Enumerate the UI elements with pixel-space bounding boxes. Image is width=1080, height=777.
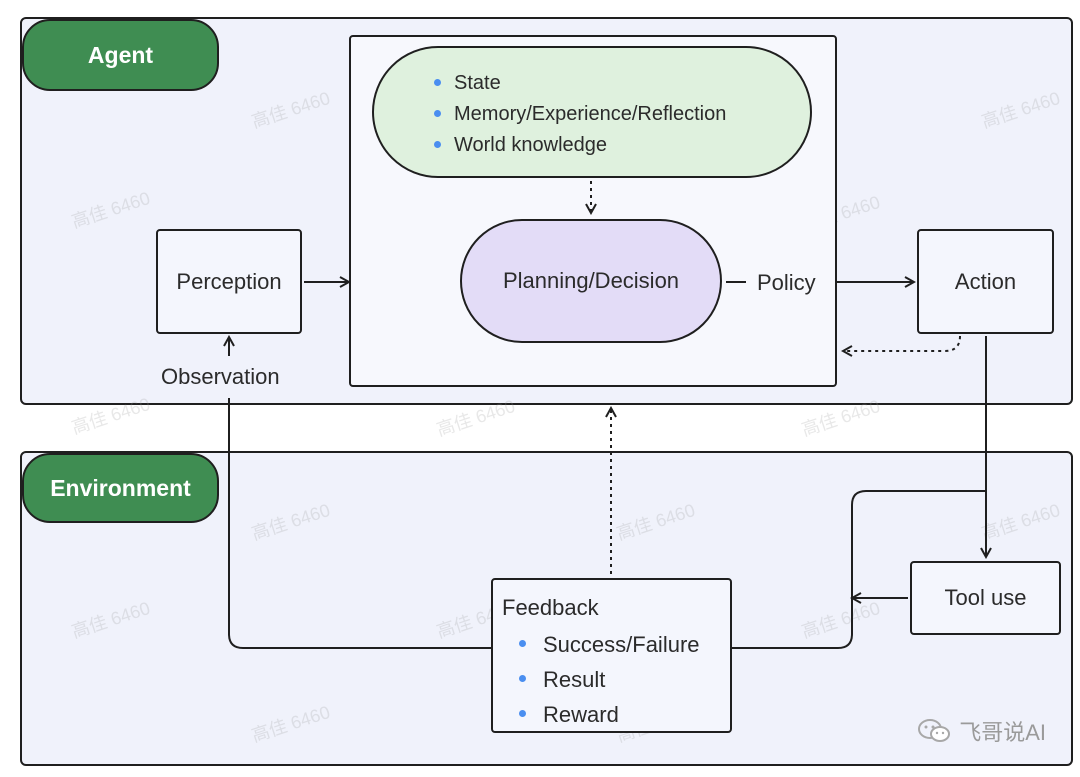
action-node: Action [917,229,1054,334]
state-item: State [432,68,726,99]
feedback-item: Result [517,662,700,697]
environment-loop-line [732,490,986,649]
state-memory-pill: State Memory/Experience/Reflection World… [372,46,812,178]
perception-node: Perception [156,229,302,334]
bullet-icon [519,710,526,717]
tool-use-node: Tool use [910,561,1061,635]
bullet-icon [434,141,441,148]
action-to-core-dotted-arrow [843,335,961,351]
feedback-item: Success/Failure [517,627,700,662]
feedback-list: Success/Failure Result Reward [517,627,700,732]
bullet-icon [519,640,526,647]
policy-label: Policy [757,270,816,295]
memory-item: Memory/Experience/Reflection [432,99,726,130]
feedback-to-observation-line [228,398,491,649]
world-knowledge-item: World knowledge [432,130,726,161]
brand-text: 飞哥说AI [959,720,1046,745]
wechat-icon [918,719,951,742]
planning-decision-node: Planning/Decision [460,219,722,343]
bullet-icon [434,79,441,86]
environment-label: Environment [22,453,219,523]
bullet-icon [519,675,526,682]
state-list: State Memory/Experience/Reflection World… [432,68,726,161]
feedback-item: Reward [517,697,700,732]
bullet-icon [434,110,441,117]
feedback-title: Feedback [502,595,599,620]
feedback-node: Feedback Success/Failure Result Reward [491,578,732,733]
observation-label: Observation [161,364,280,389]
brand-badge: 飞哥说AI [917,715,1046,747]
agent-label: Agent [22,19,219,91]
